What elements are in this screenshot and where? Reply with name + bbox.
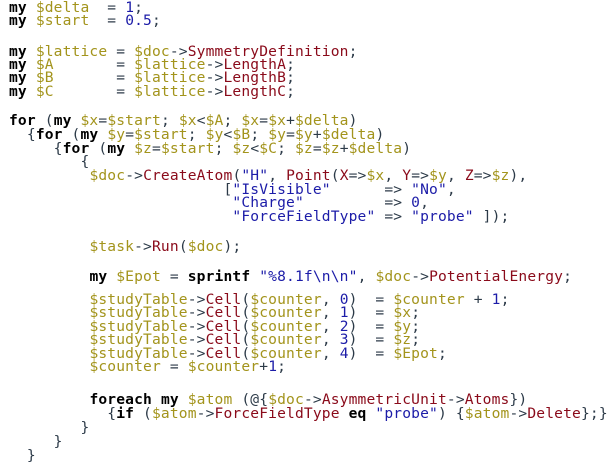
keyword: for bbox=[9, 112, 36, 129]
variable: $lattice bbox=[134, 69, 206, 86]
code-line: "Charge" => 0, bbox=[232, 194, 430, 211]
variable: $start bbox=[35, 12, 90, 29]
code-line: } bbox=[9, 447, 36, 464]
code-line: my $lattice = $doc->SymmetryDefinition; bbox=[9, 43, 358, 60]
variable: $C bbox=[35, 83, 54, 100]
keyword: for bbox=[35, 126, 63, 143]
code-line: $counter = $counter+1; bbox=[89, 358, 287, 375]
code-line: {for (my $y=$start; $y<$B; $y=$y+$delta) bbox=[9, 126, 385, 143]
code-line: $doc->CreateAtom("H", Point(X=>$x, Y=>$y… bbox=[89, 167, 528, 184]
number: 1 bbox=[125, 0, 135, 16]
number: 0.5 bbox=[125, 12, 152, 29]
code-line: foreach my $atom (@{$doc->AsymmetricUnit… bbox=[89, 391, 528, 408]
variable: $A bbox=[35, 56, 54, 73]
code-line: $studyTable->Cell($counter, 4) = $Epot; bbox=[89, 345, 447, 362]
code-line: } bbox=[9, 433, 63, 450]
keyword: for bbox=[62, 140, 90, 157]
variable: $lattice bbox=[35, 43, 108, 60]
keyword: my bbox=[9, 69, 27, 86]
method: CreateAtom bbox=[143, 167, 233, 184]
keyword: my bbox=[9, 0, 27, 16]
code-line: } bbox=[9, 419, 90, 436]
code-line: $studyTable->Cell($counter, 1) = $x; bbox=[89, 304, 421, 321]
keyword: my bbox=[9, 12, 27, 29]
code-line: my $C = $lattice->LengthC; bbox=[9, 83, 295, 100]
variable: $delta bbox=[35, 0, 90, 16]
method: LengthC bbox=[223, 83, 287, 100]
variable: $doc bbox=[134, 43, 170, 60]
keyword: my bbox=[9, 43, 27, 60]
variable: $lattice bbox=[134, 56, 206, 73]
code-line: "ForceFieldType" => "probe" ]); bbox=[232, 208, 510, 225]
variable: $B bbox=[35, 69, 54, 86]
code-line: $task->Run($doc); bbox=[89, 238, 242, 255]
code-line: {for (my $z=$start; $z<$C; $z=$z+$delta) bbox=[9, 140, 412, 157]
code-line: ["IsVisible" => "No", bbox=[9, 181, 456, 198]
code-line: $studyTable->Cell($counter, 0) = $counte… bbox=[89, 291, 510, 308]
method: LengthA bbox=[223, 56, 287, 73]
variable: $lattice bbox=[134, 83, 206, 100]
code-line: my $Epot = sprintf "%8.1f\n\n", $doc->Po… bbox=[89, 268, 573, 285]
code-line: my $A = $lattice->LengthA; bbox=[9, 56, 295, 73]
code-line: $studyTable->Cell($counter, 2) = $y; bbox=[89, 318, 421, 335]
keyword: my bbox=[9, 56, 27, 73]
string: "H" bbox=[241, 167, 269, 184]
code-line: { bbox=[9, 153, 90, 170]
code-line: for (my $x=$start; $x<$A; $x=$x+$delta) bbox=[9, 112, 358, 129]
code-line: $studyTable->Cell($counter, 3) = $z; bbox=[89, 331, 421, 348]
method: LengthB bbox=[223, 69, 287, 86]
code-line: my $start = 0.5; bbox=[9, 12, 161, 29]
code-line: my $B = $lattice->LengthB; bbox=[9, 69, 295, 86]
method: SymmetryDefinition bbox=[187, 43, 349, 60]
keyword: my bbox=[9, 83, 27, 100]
code-line: {if ($atom->ForceFieldType eq "probe") {… bbox=[9, 405, 608, 422]
code-line: my $delta = 1; bbox=[9, 0, 144, 16]
